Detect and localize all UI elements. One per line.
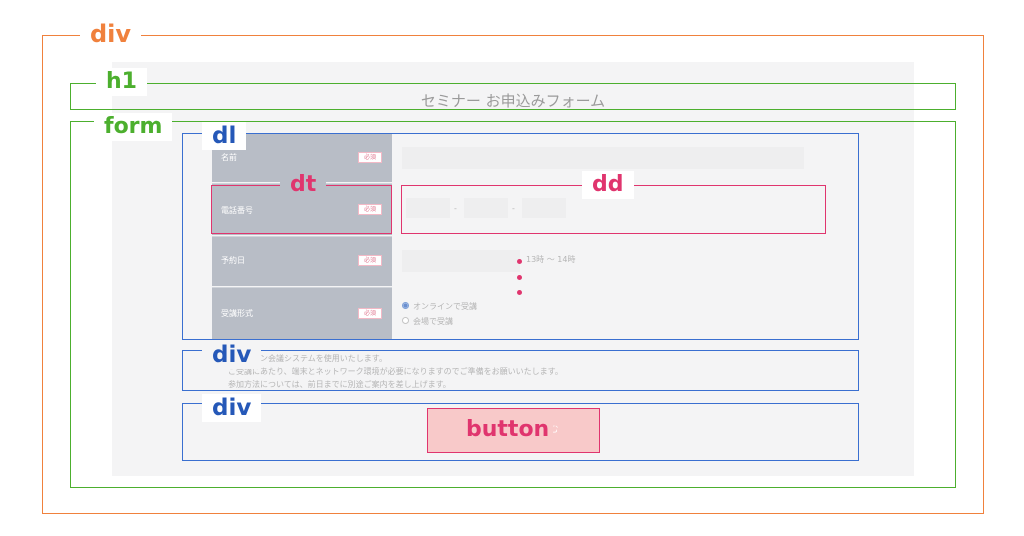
phone-separator: -: [454, 204, 457, 213]
h1-tag-label: h1: [96, 68, 147, 96]
radio-venue[interactable]: [402, 317, 409, 324]
radio-venue-label: 会場で受講: [413, 317, 453, 326]
dl-tag-label: dl: [202, 122, 247, 150]
dt-tag-label: dt: [280, 171, 327, 199]
notes-div-frame: [182, 350, 859, 391]
button-tag-label: button: [462, 416, 554, 444]
button-frame: [427, 408, 600, 453]
note-line-1: オンライン会議システムを使用いたします。: [228, 354, 387, 363]
button-div-tag-label: div: [202, 394, 262, 422]
required-badge: 必須: [358, 255, 382, 266]
note-line-3: 参加方法については、前日までに別途ご案内を差し上げます。: [228, 380, 451, 389]
form-frame: [70, 121, 956, 488]
div-tag-label: div: [80, 20, 142, 48]
ellipsis-dot: [517, 275, 522, 280]
button-div-frame: [182, 403, 859, 461]
form-title: セミナー お申込みフォーム: [420, 92, 606, 110]
phone-input-2[interactable]: [464, 198, 508, 218]
radio-online-label: オンラインで受講: [413, 302, 477, 311]
time-hint: 13時 〜 14時: [526, 255, 576, 264]
ellipsis-dot: [517, 290, 522, 295]
h1-frame: [70, 83, 956, 110]
form-tag-label: form: [94, 113, 173, 141]
phone-input-1[interactable]: [406, 198, 450, 218]
required-badge: 必須: [358, 152, 382, 163]
div-frame: [42, 35, 984, 514]
notes-div-tag-label: div: [202, 341, 262, 369]
radio-online[interactable]: [402, 302, 409, 309]
required-badge: 必須: [358, 308, 382, 319]
phone-input-3[interactable]: [522, 198, 566, 218]
name-label: 名前: [221, 153, 237, 162]
date-input[interactable]: [402, 250, 520, 272]
format-label: 受講形式: [221, 309, 253, 318]
name-input[interactable]: [402, 147, 804, 169]
date-label: 予約日: [221, 256, 245, 265]
phone-label: 電話番号: [221, 206, 253, 215]
dl-frame: [182, 133, 859, 340]
required-badge: 必須: [358, 204, 382, 215]
dd-tag-label: dd: [582, 171, 634, 199]
phone-separator: -: [512, 204, 515, 213]
note-line-2: ご受講にあたり、端末とネットワーク環境が必要になりますのでご準備をお願いいたしま…: [228, 367, 563, 376]
ellipsis-dot: [517, 259, 522, 264]
